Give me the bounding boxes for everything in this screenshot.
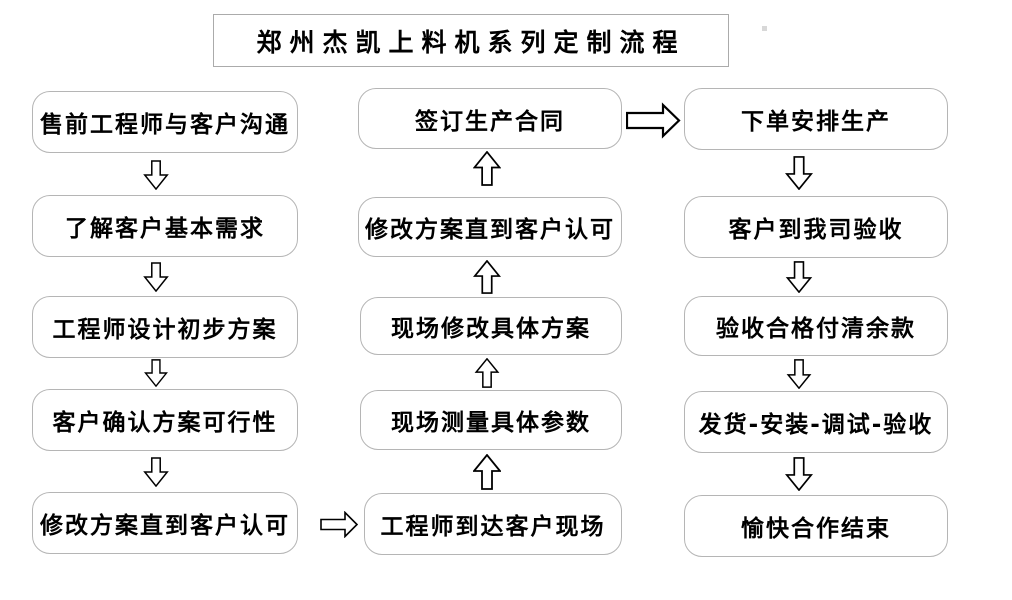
arrow-down-icon (143, 457, 169, 487)
flow-node-revise-until-approved-2: 修改方案直到客户认可 (358, 197, 622, 257)
flow-node-happy-cooperation-end: 愉快合作结束 (684, 495, 948, 557)
arrow-up-icon (473, 358, 501, 388)
flow-node-pay-balance: 验收合格付清余款 (684, 296, 948, 356)
arrow-down-icon (785, 156, 813, 190)
flow-node-order-production: 下单安排生产 (684, 88, 948, 150)
flow-node-ship-install-debug-accept: 发货-安装-调试-验收 (684, 391, 948, 453)
arrow-up-icon (473, 260, 501, 294)
arrow-right-icon (320, 511, 358, 538)
flow-node-presales-communication: 售前工程师与客户沟通 (32, 91, 298, 153)
flowchart-title: 郑州杰凯上料机系列定制流程 (213, 14, 729, 67)
arrow-down-icon (785, 457, 813, 491)
arrow-down-icon (785, 359, 813, 389)
flow-node-customer-acceptance-visit: 客户到我司验收 (684, 196, 948, 258)
arrow-down-icon (143, 160, 169, 190)
arrow-down-icon (143, 359, 169, 387)
flow-node-onsite-modify-plan: 现场修改具体方案 (360, 297, 622, 355)
arrow-down-icon (143, 262, 169, 292)
anchor-dot (762, 26, 767, 31)
flow-node-preliminary-design: 工程师设计初步方案 (32, 296, 298, 358)
arrow-down-icon (785, 261, 813, 293)
arrow-up-icon (473, 151, 501, 186)
flow-node-engineer-arrives-site: 工程师到达客户现场 (364, 493, 622, 555)
flow-node-revise-until-approved-1: 修改方案直到客户认可 (32, 492, 298, 554)
flow-node-confirm-feasibility: 客户确认方案可行性 (32, 389, 298, 451)
flow-node-sign-contract: 签订生产合同 (358, 88, 622, 149)
arrow-up-icon (473, 454, 501, 490)
arrow-right-icon (626, 102, 681, 139)
flow-node-onsite-measure-params: 现场测量具体参数 (360, 390, 622, 450)
flow-node-understand-needs: 了解客户基本需求 (32, 195, 298, 257)
